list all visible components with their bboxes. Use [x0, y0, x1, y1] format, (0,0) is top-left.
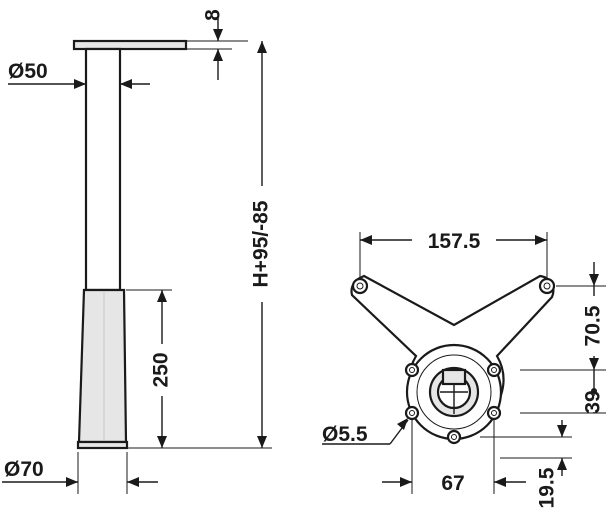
upper-tube — [84, 47, 122, 292]
mounting-plate — [72, 39, 188, 51]
label-plate-thickness: 8 — [202, 9, 225, 21]
dim-hole-diameter: Ø5.5 — [322, 418, 409, 446]
plate-bottom-view — [350, 274, 556, 445]
label-bottom-offset: 19.5 — [536, 467, 559, 508]
label-foot-diameter: Ø70 — [4, 458, 44, 481]
dim-plate-thickness: 8 — [186, 9, 248, 80]
hub-hole-2 — [486, 362, 502, 378]
dim-bottom-offset: 19.5 — [480, 420, 572, 508]
leg-side-view — [72, 39, 188, 450]
label-hole-spacing: 67 — [441, 472, 464, 495]
label-plate-height: 70.5 — [582, 305, 605, 346]
dim-plate-height: 70.5 — [520, 262, 606, 371]
label-tube-diameter: Ø50 — [8, 60, 48, 83]
lower-tube — [77, 288, 128, 444]
dim-foot-diameter: Ø70 — [2, 452, 158, 494]
arm-hole-left — [351, 277, 369, 295]
label-height: H+95/-85 — [250, 200, 273, 287]
label-plate-width: 157.5 — [428, 230, 481, 253]
dim-hole-spacing: 67 — [382, 420, 526, 495]
hub-hole-center — [446, 429, 462, 445]
dim-hole-offset: 39 — [520, 370, 606, 414]
foot-glide — [76, 440, 129, 450]
hub-hole-1 — [404, 362, 420, 378]
label-hole-offset: 39 — [582, 390, 605, 413]
hub-hole-3 — [404, 405, 420, 421]
label-hole-diameter: Ø5.5 — [322, 423, 368, 446]
dim-plate-width: 157.5 — [359, 226, 548, 278]
label-lower-length: 250 — [150, 352, 173, 387]
arm-hole-right — [538, 277, 556, 295]
hub-hole-4 — [486, 405, 502, 421]
dim-tube-diameter: Ø50 — [8, 60, 150, 89]
dim-lower-length: 250 — [126, 289, 174, 449]
